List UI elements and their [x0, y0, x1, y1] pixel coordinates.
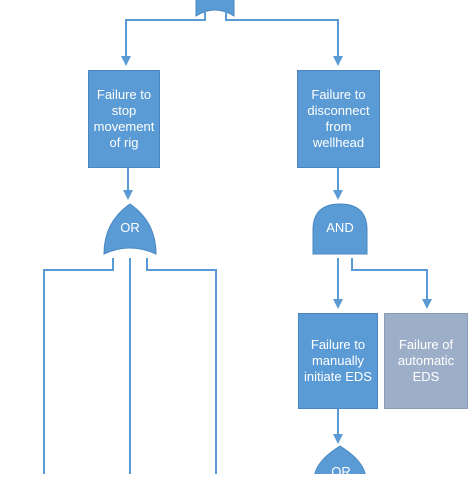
- connector-top-to-disconnect: [225, 8, 343, 66]
- or-gate-children: [43, 258, 217, 474]
- event-failure-manual-eds: Failure to manually initiate EDS: [298, 313, 378, 409]
- and-gate-shape: [312, 203, 368, 255]
- or-gate-bottom-shape: [314, 445, 366, 474]
- event-failure-manual-eds-label: Failure to manually initiate EDS: [304, 337, 372, 384]
- top-gate: [195, 0, 235, 17]
- connector-and-to-automatic: [351, 258, 432, 309]
- event-failure-automatic-eds-label: Failure of automatic EDS: [397, 337, 455, 384]
- event-failure-to-disconnect-label: Failure to disconnect from wellhead: [307, 87, 370, 150]
- event-failure-to-disconnect: Failure to disconnect from wellhead: [297, 70, 380, 168]
- event-failure-automatic-eds: Failure of automatic EDS: [384, 313, 468, 409]
- event-failure-to-stop-rig-label: Failure to stop movement of rig: [93, 87, 155, 150]
- event-failure-to-stop-rig: Failure to stop movement of rig: [88, 70, 160, 168]
- or-gate-shape: [103, 203, 157, 255]
- connector-top-to-stop: [121, 8, 206, 66]
